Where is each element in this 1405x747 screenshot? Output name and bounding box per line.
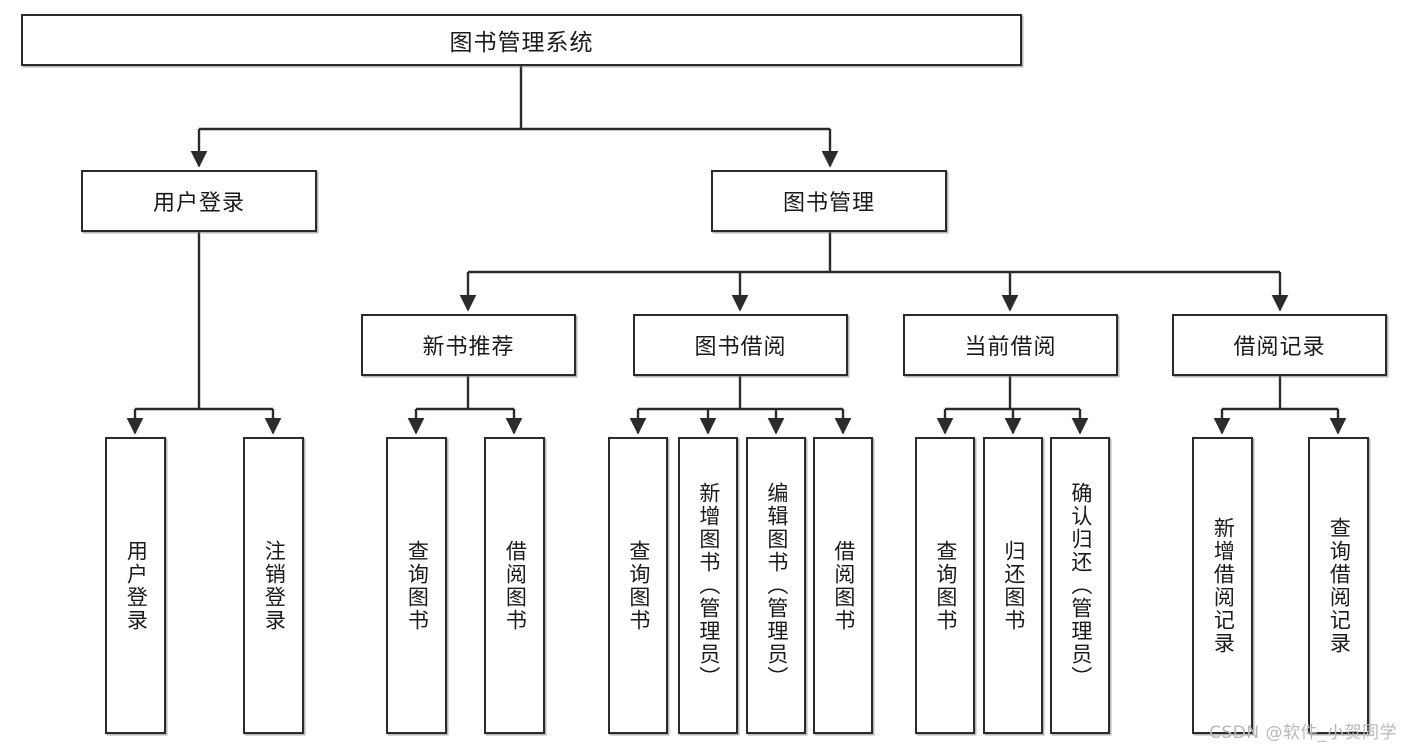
leaf-query-book-borrow[interactable]: 查询图书	[608, 437, 668, 734]
node-label: 当前借阅	[964, 335, 1057, 360]
node-label: 查询图书	[933, 539, 958, 632]
node-label: 图书管理系统	[449, 30, 594, 56]
node-label: 借阅记录	[1233, 335, 1326, 360]
node-label: 查询图书	[626, 539, 651, 632]
node-label: 新增借阅记录	[1211, 516, 1236, 655]
leaf-borrow-book[interactable]: 借阅图书	[813, 437, 873, 734]
node-borrow-records[interactable]: 借阅记录	[1172, 314, 1387, 376]
node-label: 编辑图书（管理员）	[764, 482, 789, 689]
node-book-management[interactable]: 图书管理	[711, 170, 947, 232]
node-label: 查询借阅记录	[1327, 516, 1352, 655]
node-label: 借阅图书	[503, 539, 528, 632]
node-label: 新增图书（管理员）	[696, 482, 721, 689]
node-label: 图书管理	[782, 191, 875, 216]
leaf-query-borrow-record[interactable]: 查询借阅记录	[1308, 437, 1369, 734]
node-label: 新书推荐	[422, 335, 515, 360]
node-root-system[interactable]: 图书管理系统	[21, 14, 1022, 66]
node-current-borrow[interactable]: 当前借阅	[903, 314, 1118, 376]
leaf-logout[interactable]: 注销登录	[243, 437, 304, 734]
node-label: 归还图书	[1001, 539, 1026, 632]
node-label: 查询图书	[405, 539, 430, 632]
leaf-add-borrow-record[interactable]: 新增借阅记录	[1192, 437, 1253, 734]
node-label: 借阅图书	[831, 539, 856, 632]
node-label: 图书借阅	[694, 335, 787, 360]
node-new-book-recommend[interactable]: 新书推荐	[361, 314, 576, 376]
leaf-return-book[interactable]: 归还图书	[983, 437, 1043, 734]
leaf-query-book-current[interactable]: 查询图书	[915, 437, 975, 734]
leaf-confirm-return-admin[interactable]: 确认归还（管理员）	[1050, 437, 1110, 734]
node-user-login[interactable]: 用户登录	[81, 170, 317, 232]
node-label: 注销登录	[262, 539, 287, 632]
node-book-borrow[interactable]: 图书借阅	[633, 314, 848, 376]
watermark-text: CSDN @软件_小贺同学	[1209, 723, 1397, 743]
leaf-borrow-book-recommend[interactable]: 借阅图书	[484, 437, 545, 734]
leaf-user-login[interactable]: 用户登录	[105, 437, 166, 734]
node-label: 用户登录	[152, 191, 245, 216]
node-label: 用户登录	[124, 539, 149, 632]
leaf-edit-book-admin[interactable]: 编辑图书（管理员）	[746, 437, 806, 734]
node-label: 确认归还（管理员）	[1068, 482, 1093, 689]
leaf-add-book-admin[interactable]: 新增图书（管理员）	[678, 437, 738, 734]
leaf-query-book-recommend[interactable]: 查询图书	[386, 437, 447, 734]
